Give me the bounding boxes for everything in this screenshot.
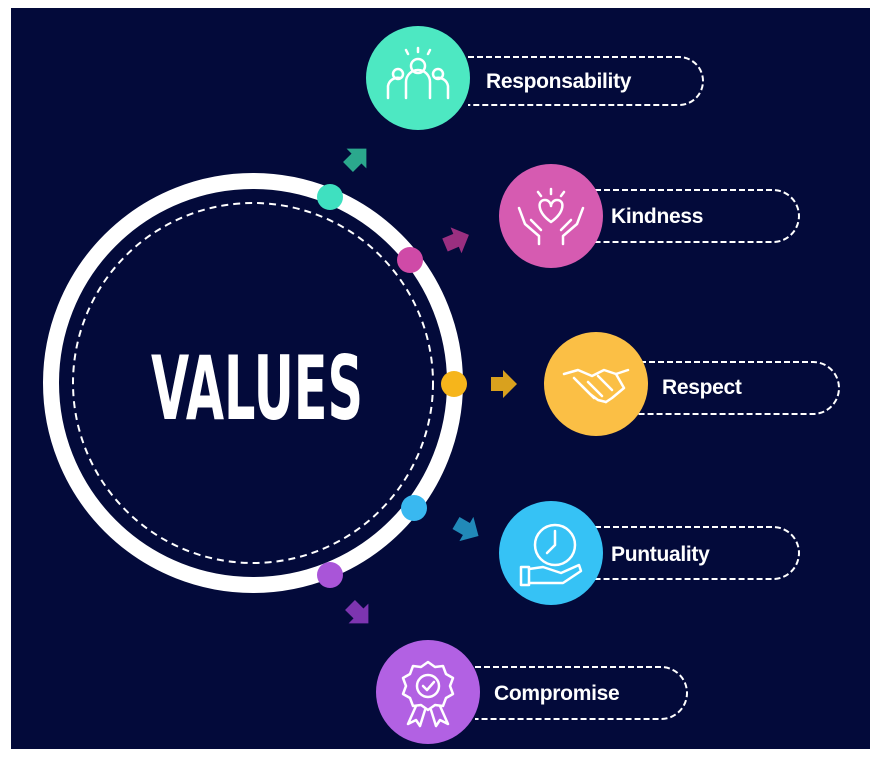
value-label: Kindness bbox=[611, 205, 703, 228]
ring-dot bbox=[401, 495, 427, 521]
connector-arrow bbox=[452, 516, 479, 542]
value-item-respect: Respect bbox=[441, 332, 840, 436]
award-badge-icon bbox=[401, 660, 455, 728]
value-item-responsability: Responsability bbox=[317, 26, 704, 210]
ring-dot bbox=[441, 371, 467, 397]
ring-dot bbox=[317, 562, 343, 588]
label-pill bbox=[631, 361, 840, 415]
icon-circle bbox=[499, 164, 603, 268]
values-diagram: VALUES Responsability Kindness bbox=[11, 8, 870, 749]
label-pill bbox=[468, 56, 704, 106]
label-pill bbox=[475, 666, 688, 720]
team-icon bbox=[386, 46, 450, 100]
label-pill bbox=[595, 526, 800, 580]
value-item-puntuality: Puntuality bbox=[401, 495, 800, 605]
value-label: Respect bbox=[662, 376, 742, 399]
icon-circle bbox=[376, 640, 480, 744]
ring-dot bbox=[317, 184, 343, 210]
icon-circle bbox=[544, 332, 648, 436]
ring-dot bbox=[397, 247, 423, 273]
icon-circle bbox=[366, 26, 470, 130]
value-item-kindness: Kindness bbox=[397, 164, 800, 273]
icon-circle bbox=[499, 501, 603, 605]
heart-hands-icon bbox=[517, 187, 585, 246]
value-label: Compromise bbox=[494, 682, 619, 705]
value-label: Puntuality bbox=[611, 543, 710, 566]
central-title: VALUES bbox=[151, 337, 363, 440]
diagram-canvas: VALUES Responsability Kindness bbox=[43, 26, 840, 744]
connector-arrow bbox=[442, 227, 469, 254]
connector-arrow bbox=[343, 148, 367, 172]
handshake-icon bbox=[562, 368, 630, 404]
clock-hand-icon bbox=[519, 523, 583, 587]
connector-arrow bbox=[345, 600, 369, 624]
connector-arrow bbox=[491, 370, 517, 398]
label-pill bbox=[595, 189, 800, 243]
inner-dashed-ring bbox=[72, 202, 434, 564]
value-label: Responsability bbox=[486, 70, 632, 93]
value-item-compromise: Compromise bbox=[317, 562, 688, 744]
